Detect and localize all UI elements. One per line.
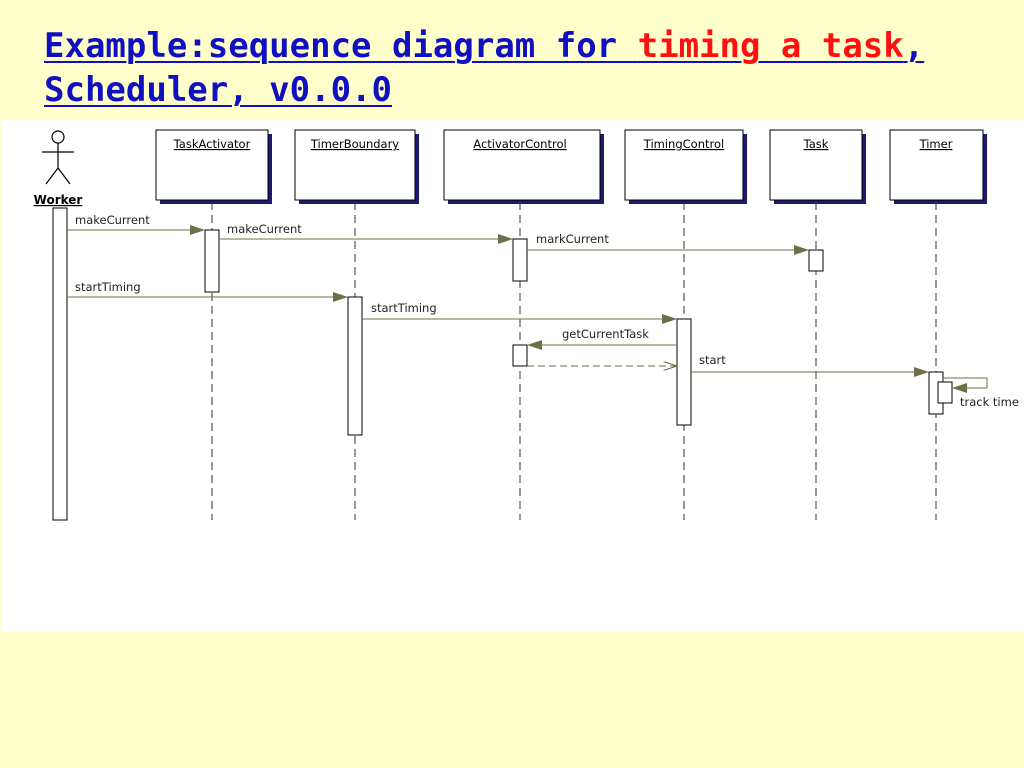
activation-worker (52, 207, 68, 521)
message-label: start (699, 353, 726, 367)
activation-taskactivator (204, 229, 220, 293)
activation-activatorcontrol-2 (512, 344, 528, 367)
title-line2: Scheduler, v0.0.0 (44, 70, 392, 110)
message-label: markCurrent (536, 232, 609, 246)
participant-timer: Timer (889, 129, 987, 204)
activation-timerboundary (347, 296, 363, 436)
message-label: startTiming (371, 301, 437, 315)
participant-task: Task (769, 129, 866, 204)
stick-figure-icon (42, 130, 74, 185)
activation-task (808, 249, 824, 272)
participant-label: Task (803, 137, 829, 151)
activation-timer-self (937, 381, 953, 404)
message-label: track time (960, 395, 1019, 409)
title-highlight: timing a task (637, 26, 904, 66)
activation-timingcontrol (676, 318, 692, 426)
participant-label: TaskActivator (173, 137, 251, 151)
participant-activatorcontrol: ActivatorControl (443, 129, 604, 204)
slide-title: Example:sequence diagram for timing a ta… (44, 24, 1014, 112)
message-label: getCurrentTask (562, 327, 649, 341)
message-label: startTiming (75, 280, 141, 294)
actor-label: Worker (34, 193, 83, 207)
sequence-diagram: Worker TaskActivator TimerBoundary Activ… (2, 120, 1024, 632)
actor-worker: Worker (34, 130, 83, 207)
participant-label: TimingControl (643, 137, 724, 151)
participant-timingcontrol: TimingControl (624, 129, 747, 204)
title-part1: Example:sequence diagram for (44, 26, 638, 66)
participant-label: ActivatorControl (473, 137, 566, 151)
self-message-arrow (943, 377, 988, 393)
participant-label: Timer (919, 137, 953, 151)
activation-activatorcontrol (512, 238, 528, 282)
title-part2: , (903, 26, 925, 66)
participant-taskactivator: TaskActivator (155, 129, 272, 204)
message-label: makeCurrent (75, 213, 150, 227)
message-label: makeCurrent (227, 222, 302, 236)
participant-label: TimerBoundary (310, 137, 399, 151)
participant-timerboundary: TimerBoundary (294, 129, 419, 204)
